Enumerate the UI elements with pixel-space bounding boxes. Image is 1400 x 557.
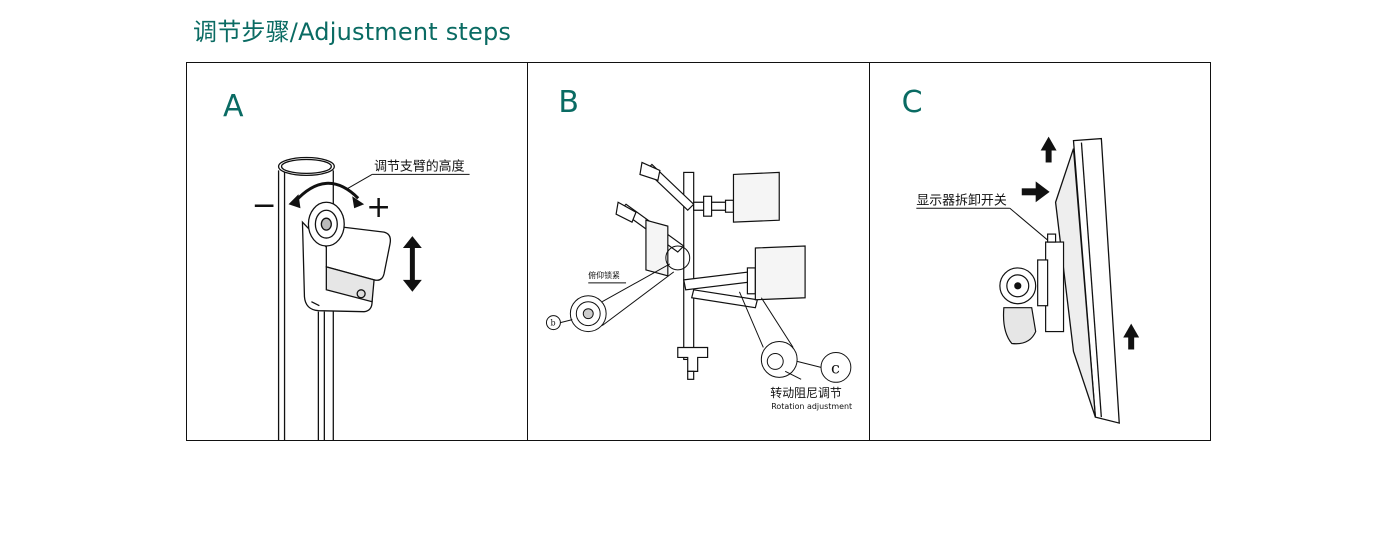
release-arrow-icons xyxy=(1021,136,1139,350)
rotation-arrow-icon xyxy=(293,181,360,204)
panel-letter-c: C xyxy=(901,85,923,120)
height-label: 调节支臂的高度 xyxy=(374,158,465,174)
mount-bracket-illustration xyxy=(998,233,1064,345)
panel-a: A xyxy=(187,63,527,440)
panel-c: C xyxy=(868,63,1210,440)
page-title: 调节步骤/Adjustment steps xyxy=(193,18,512,46)
detail-circles xyxy=(546,245,852,383)
monitor-release-diagram: 显示器拆卸开关 xyxy=(916,136,1139,424)
marker-c: c xyxy=(831,358,840,377)
height-adjust-diagram: − + 调节支臂的高度 xyxy=(252,156,470,440)
minus-sign: − xyxy=(252,188,277,223)
plus-sign: + xyxy=(366,190,391,225)
rotation-label-cn: 转动阻尼调节 xyxy=(771,386,843,400)
panel-b: B xyxy=(527,63,868,440)
stand-illustration xyxy=(615,161,807,380)
rotation-label-en: Rotation adjustment xyxy=(772,402,853,411)
tilt-lock-label: 俯仰锁紧 xyxy=(589,270,621,280)
monitor-illustration xyxy=(1054,137,1120,424)
arm-bracket-illustration xyxy=(301,201,392,313)
steps-panels: A xyxy=(186,62,1211,441)
panel-letter-a: A xyxy=(223,89,244,124)
release-switch-label: 显示器拆卸开关 xyxy=(916,192,1007,208)
marker-b: b xyxy=(551,319,556,328)
height-arrow-icon xyxy=(402,236,422,292)
dual-arm-diagram: 俯仰锁紧 b c 转动阻尼调节 Rotation adjustment xyxy=(546,161,853,411)
panel-letter-b: B xyxy=(558,85,579,120)
